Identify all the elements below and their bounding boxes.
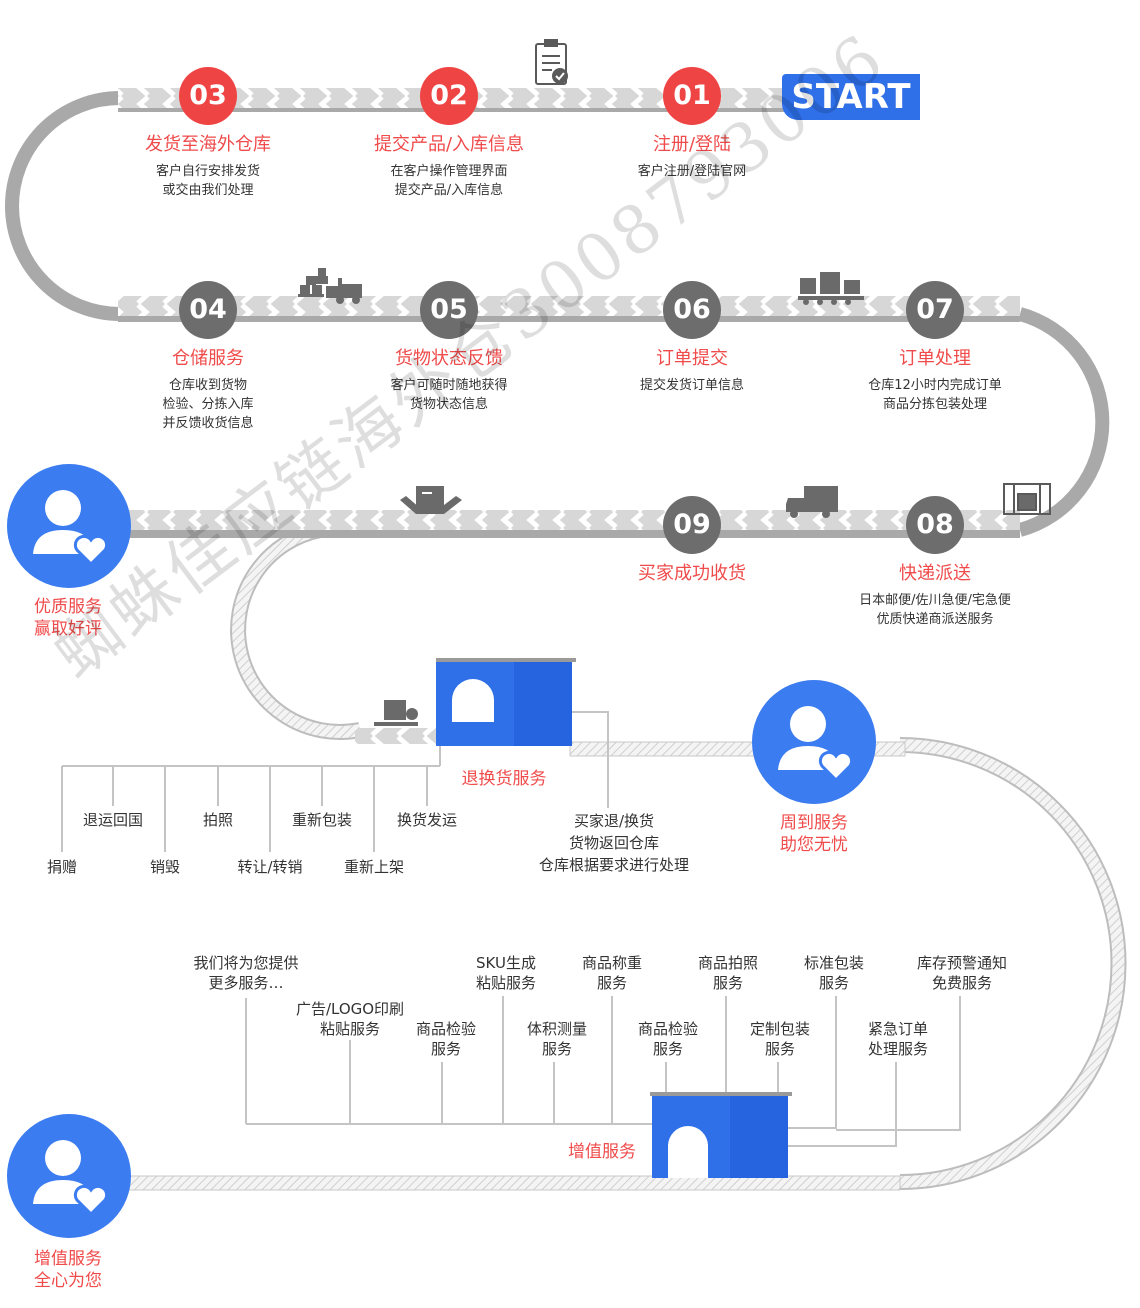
warehouse-icon xyxy=(436,658,576,746)
forklift-small-icon xyxy=(374,700,418,726)
value-added-item: 商品称重 服务 xyxy=(581,954,643,992)
package-hands-icon xyxy=(400,486,462,514)
step-description: 日本邮便/佐川急便/宅急便 优质快递商派送服务 xyxy=(859,593,1011,627)
side-badge-text: 优质服务 赢取好评 xyxy=(34,597,102,639)
returns-note: 买家退/换货 货物返回仓库 仓库根据要求进行处理 xyxy=(538,812,690,874)
forklift-icon xyxy=(298,268,362,304)
side-badge-text: 周到服务 助您无忧 xyxy=(780,813,848,855)
step-title: 订单提交 xyxy=(656,348,728,369)
step-number-badge: 07 xyxy=(906,281,964,339)
step-title: 注册/登陆 xyxy=(652,134,732,155)
step-number-badge: 05 xyxy=(420,281,478,339)
step-title: 买家成功收货 xyxy=(638,563,746,584)
step-title: 货物状态反馈 xyxy=(395,348,503,369)
step-title: 提交产品/入库信息 xyxy=(373,134,525,155)
step-number-badge: 08 xyxy=(906,496,964,554)
value-added-item: 广告/LOGO印刷 粘贴服务 xyxy=(295,1000,405,1038)
returns-title: 退换货服务 xyxy=(461,769,547,789)
step-number-badge: 02 xyxy=(420,67,478,125)
value-added-item: 库存预警通知 免费服务 xyxy=(916,954,1008,992)
step-title: 快递派送 xyxy=(899,563,971,584)
returns-item: 重新包装 xyxy=(291,811,353,829)
value-added-item: 标准包装 服务 xyxy=(803,954,865,992)
user-heart-icon xyxy=(752,680,876,804)
step-number-badge: 04 xyxy=(179,281,237,339)
container-icon xyxy=(1003,483,1051,515)
step-description: 在客户操作管理界面 提交产品/入库信息 xyxy=(390,164,508,198)
returns-item: 拍照 xyxy=(202,811,234,829)
step-title: 仓储服务 xyxy=(172,348,244,369)
value-added-item: 定制包装 服务 xyxy=(749,1020,811,1058)
warehouse-icon xyxy=(650,1092,792,1178)
clipboard-icon xyxy=(535,39,568,85)
step-number-badge: 03 xyxy=(179,67,237,125)
value-added-item: 体积测量 服务 xyxy=(526,1020,588,1058)
step-title: 订单处理 xyxy=(899,348,971,369)
start-label: START xyxy=(782,74,920,120)
value-added-item: 商品检验 服务 xyxy=(415,1020,477,1058)
returns-item: 重新上架 xyxy=(343,858,405,876)
user-heart-icon xyxy=(7,464,131,588)
value-added-item: 商品拍照 服务 xyxy=(697,954,759,992)
step-number-badge: 06 xyxy=(663,281,721,339)
conveyor-icon xyxy=(798,272,864,305)
value-added-title: 增值服务 xyxy=(568,1142,636,1162)
user-heart-icon xyxy=(7,1114,131,1238)
step-description: 客户自行安排发货 或交由我们处理 xyxy=(155,164,261,198)
step-description: 仓库收到货物 检验、分拣入库 并反馈收货信息 xyxy=(162,378,254,431)
value-added-item: 紧急订单 处理服务 xyxy=(867,1020,929,1058)
step-number-badge: 01 xyxy=(663,67,721,125)
value-added-item: 我们将为您提供 更多服务… xyxy=(193,954,299,992)
returns-item: 销毁 xyxy=(149,858,181,876)
side-badge-text: 增值服务 全心为您 xyxy=(34,1249,102,1291)
value-added-item: 商品检验 服务 xyxy=(637,1020,699,1058)
step-description: 仓库12小时内完成订单 商品分拣包装处理 xyxy=(868,378,1002,412)
step-description: 提交发货订单信息 xyxy=(639,378,745,393)
returns-item: 捐赠 xyxy=(46,858,78,876)
truck-icon xyxy=(786,486,838,518)
returns-item: 换货发运 xyxy=(396,811,458,829)
step-title: 发货至海外仓库 xyxy=(145,134,271,155)
step-number-badge: 09 xyxy=(663,496,721,554)
step-description: 客户注册/登陆官网 xyxy=(637,164,747,179)
returns-item: 转让/转销 xyxy=(237,858,303,876)
value-added-item: SKU生成 粘贴服务 xyxy=(475,954,537,992)
step-description: 客户可随时随地获得 货物状态信息 xyxy=(390,378,508,412)
returns-item: 退运回国 xyxy=(82,811,144,829)
